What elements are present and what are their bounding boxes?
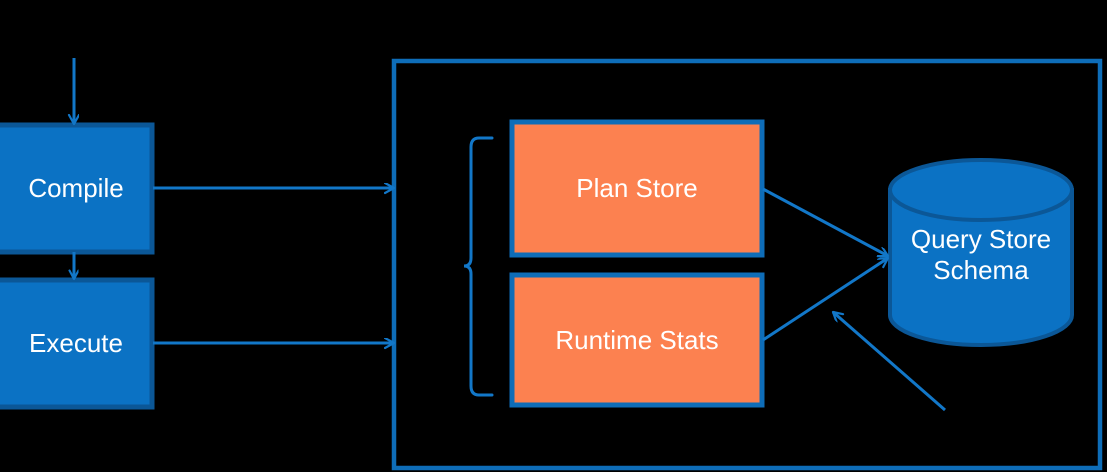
compile-box[interactable] xyxy=(0,122,155,255)
external-to-schema-arrow xyxy=(833,310,946,412)
query-store-schema-cylinder[interactable] xyxy=(888,158,1074,347)
store-group-bracket xyxy=(463,136,494,397)
plan-store-box[interactable] xyxy=(509,119,765,258)
query-store-container xyxy=(391,58,1103,471)
execute-box[interactable] xyxy=(0,277,155,410)
runtime-stats-box[interactable] xyxy=(509,272,765,408)
plan-store-to-schema-arrow xyxy=(762,187,888,258)
runtime-stats-to-schema-arrow xyxy=(762,256,888,342)
